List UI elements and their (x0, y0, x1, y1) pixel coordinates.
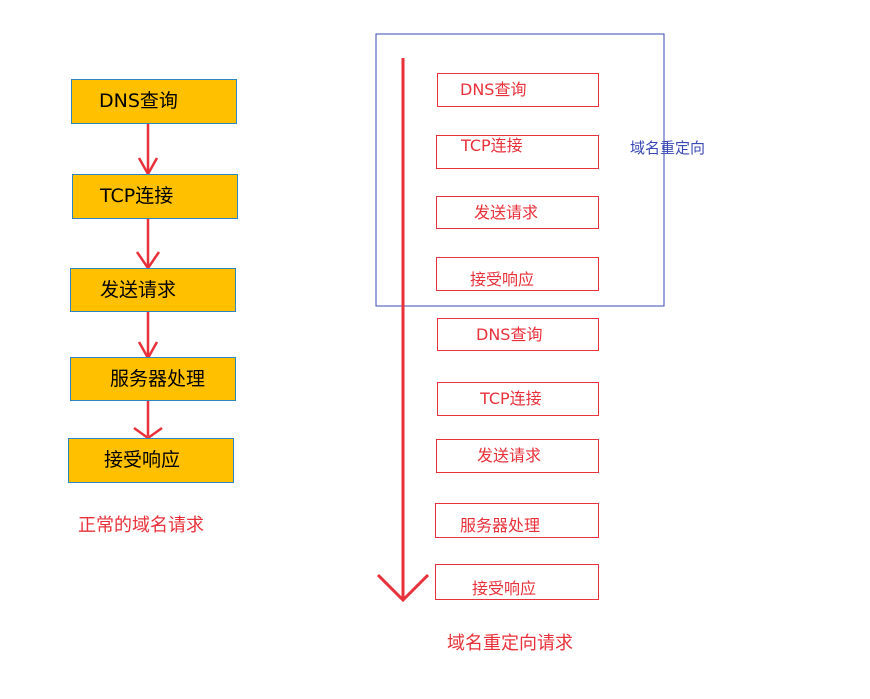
redirect-step-receive-response: 接受响应 (435, 564, 599, 600)
redirect-group-step-tcp-label: TCP连接 (461, 136, 523, 155)
left-flow-arrow-3 (137, 312, 159, 361)
normal-step-dns: DNS查询 (71, 79, 237, 124)
redirect-step-dns: DNS查询 (437, 318, 599, 351)
normal-step-dns-label: DNS查询 (99, 90, 178, 112)
normal-step-send-request: 发送请求 (70, 268, 236, 312)
normal-step-server-process: 服务器处理 (70, 357, 236, 401)
normal-caption: 正常的域名请求 (78, 515, 204, 536)
redirect-group-step-receive-response: 接受响应 (436, 257, 599, 291)
normal-step-tcp: TCP连接 (72, 174, 238, 219)
normal-step-server-process-label: 服务器处理 (110, 367, 206, 390)
redirect-step-send-request: 发送请求 (436, 439, 599, 473)
redirect-step-tcp: TCP连接 (437, 382, 599, 416)
redirect-step-server-process: 服务器处理 (435, 503, 599, 538)
left-flow-arrow-2 (135, 219, 161, 271)
redirect-step-tcp-label: TCP连接 (480, 389, 542, 408)
redirect-group-border (375, 33, 665, 307)
redirect-group-step-tcp: TCP连接 (436, 135, 599, 169)
left-flow-arrow-4 (133, 401, 163, 440)
redirect-group-step-dns-label: DNS查询 (460, 80, 527, 99)
normal-step-receive-response: 接受响应 (68, 438, 234, 483)
redirect-group-label: 域名重定向 (630, 139, 706, 157)
redirect-caption: 域名重定向请求 (447, 633, 573, 654)
normal-step-tcp-label: TCP连接 (100, 185, 174, 207)
redirect-group-step-receive-response-label: 接受响应 (470, 270, 535, 289)
redirect-step-send-request-label: 发送请求 (477, 446, 542, 465)
redirect-step-server-process-label: 服务器处理 (460, 516, 541, 535)
normal-step-receive-response-label: 接受响应 (104, 449, 181, 471)
redirect-group-step-send-request: 发送请求 (436, 196, 599, 229)
redirect-step-receive-response-label: 接受响应 (472, 579, 537, 598)
redirect-group-step-send-request-label: 发送请求 (474, 202, 539, 222)
left-flow-arrow-1 (137, 124, 159, 177)
redirect-step-dns-label: DNS查询 (476, 324, 543, 344)
normal-step-send-request-label: 发送请求 (100, 278, 177, 301)
redirect-group-step-dns: DNS查询 (437, 73, 599, 107)
timeline-arrow (376, 58, 430, 603)
